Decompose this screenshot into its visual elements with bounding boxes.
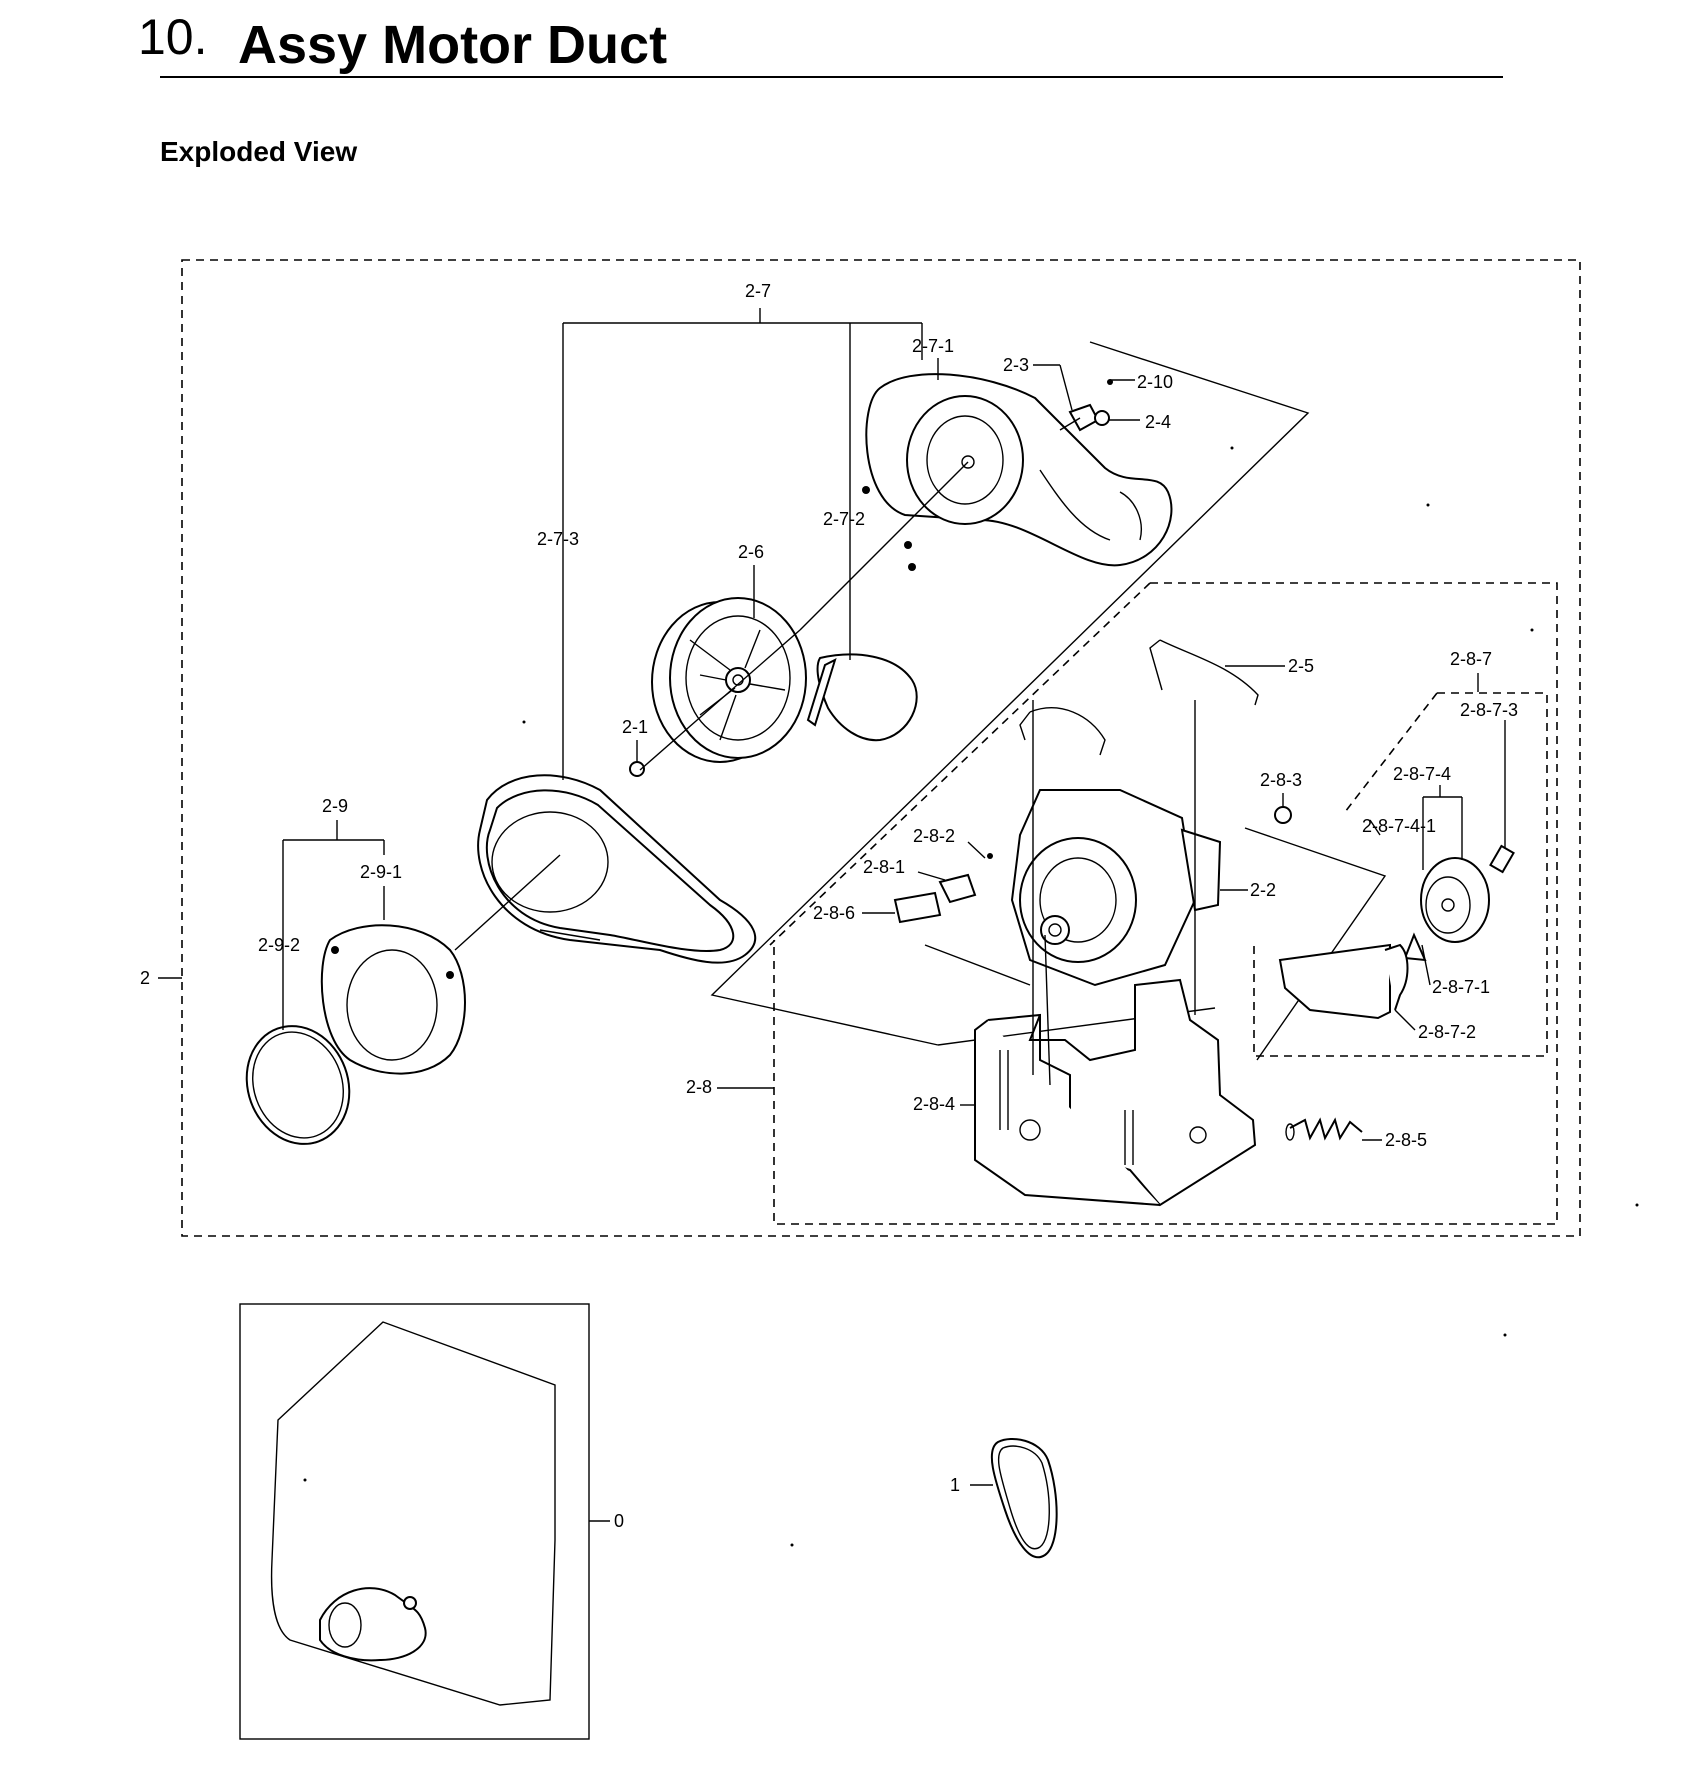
title-underline	[160, 76, 1503, 78]
callout-2-10: 2-10	[1137, 372, 1173, 392]
section-number: 10.	[138, 9, 208, 65]
bracket-clip-part	[1059, 379, 1113, 432]
duct-housing-lower-part	[477, 774, 757, 964]
blower-fan-wheel-part	[651, 597, 807, 763]
motor-switch-part	[893, 853, 993, 924]
callout-2-8-7-3: 2-8-7-3	[1460, 700, 1518, 720]
callout-2-7-3: 2-7-3	[537, 529, 579, 549]
callout-2-8-7-1: 2-8-7-1	[1432, 977, 1490, 997]
rear-duct-ring-part	[320, 924, 466, 1075]
drive-motor-part	[1010, 789, 1222, 987]
callout-2-8-7-2: 2-8-7-2	[1418, 1022, 1476, 1042]
tension-spring-part	[1285, 1117, 1363, 1141]
callout-2-8-7-4: 2-8-7-4	[1393, 764, 1451, 784]
callout-2-8-2: 2-8-2	[913, 826, 955, 846]
duct-gasket-ring-part	[245, 1025, 351, 1145]
callout-leaders	[158, 308, 1506, 1141]
callout-2-8-7: 2-8-7	[1450, 649, 1492, 669]
callout-2-3: 2-3	[1003, 355, 1029, 375]
callout-2-7-2: 2-7-2	[823, 509, 865, 529]
callout-2-4: 2-4	[1145, 412, 1171, 432]
section-subtitle: Exploded View	[160, 136, 358, 167]
callout-2-8-6: 2-8-6	[813, 903, 855, 923]
idler-pulley-assembly-part	[1278, 819, 1515, 1020]
callout-2-9-2: 2-9-2	[258, 935, 300, 955]
callout-2-8: 2-8	[686, 1077, 712, 1097]
callout-2-7: 2-7	[745, 281, 771, 301]
callout-0: 0	[614, 1511, 624, 1531]
callout-2-2: 2-2	[1250, 880, 1276, 900]
motor-clip-part	[1019, 639, 1259, 756]
duct-housing-upper-part	[862, 373, 1173, 571]
callout-2-8-7-4-1: 2-8-7-4-1	[1362, 816, 1436, 836]
plane-outline-bracket	[1244, 827, 1387, 1061]
package-overview-panel	[239, 1303, 610, 1740]
assembly-2-8-7-boundary	[1253, 692, 1548, 1057]
callout-2-1: 2-1	[622, 717, 648, 737]
drive-belt-part	[970, 1438, 1058, 1559]
callout-2-6: 2-6	[738, 542, 764, 562]
callout-2-8-4: 2-8-4	[913, 1094, 955, 1114]
page-title: Assy Motor Duct	[238, 15, 668, 75]
motor-base-bracket-part	[974, 978, 1257, 1207]
idler-nut-part	[1274, 806, 1292, 824]
callout-2-9: 2-9	[322, 796, 348, 816]
assembly-2-8-7-diagonal	[1344, 692, 1438, 813]
callout-2-7-1: 2-7-1	[912, 336, 954, 356]
assembly-2-8-diagonal	[769, 582, 1151, 946]
callout-2-8-5: 2-8-5	[1385, 1130, 1427, 1150]
callout-2-8-1: 2-8-1	[863, 857, 905, 877]
callout-2: 2	[140, 968, 150, 988]
plane-outline-upper	[710, 341, 1310, 1046]
assembly-2-boundary	[181, 259, 1581, 1237]
assembly-2-8-boundary	[773, 582, 1558, 1225]
callout-1: 1	[950, 1475, 960, 1495]
callout-2-9-1: 2-9-1	[360, 862, 402, 882]
callout-2-5: 2-5	[1288, 656, 1314, 676]
scan-specks	[303, 446, 1639, 1547]
duct-seal-part	[806, 653, 918, 742]
callout-2-8-3: 2-8-3	[1260, 770, 1302, 790]
